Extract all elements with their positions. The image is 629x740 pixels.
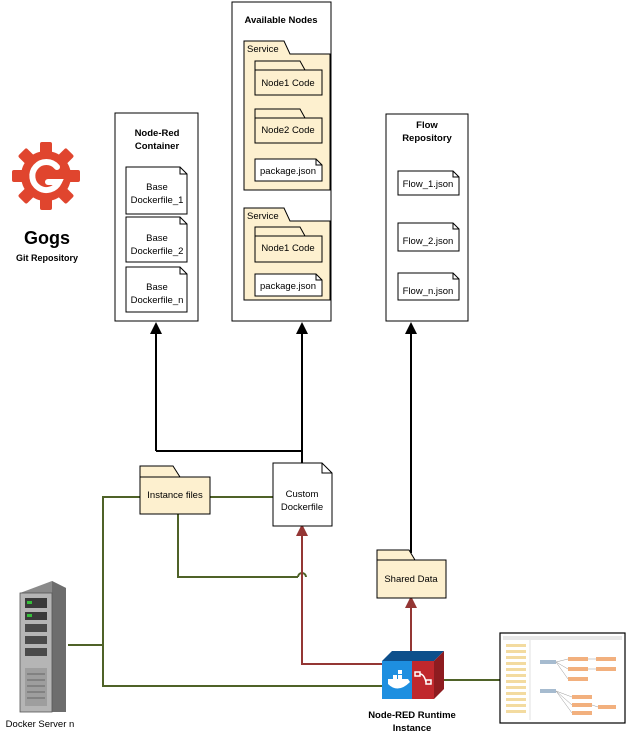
instance-files-label: Instance files [147, 490, 203, 501]
svg-text:Base: Base [146, 282, 168, 293]
gogs-logo: Gogs Git Repository [12, 142, 80, 263]
docker-server-icon [19, 581, 66, 713]
arrow-runtime-to-custom-dockerfile [296, 524, 382, 665]
service-1-package-json: package.json [254, 158, 323, 182]
svg-text:package.json: package.json [260, 166, 316, 177]
available-nodes-title: Available Nodes [244, 15, 317, 26]
gogs-subtitle: Git Repository [16, 253, 78, 263]
service-1-node2-folder: Node2 Code [254, 108, 323, 144]
flow-file-1: Flow_1.json [397, 170, 460, 196]
service-1-node1-folder: Node1 Code [254, 60, 323, 96]
svg-text:Node2 Code: Node2 Code [261, 125, 314, 136]
svg-text:Base: Base [146, 233, 168, 244]
node-red-editor-thumbnail [499, 632, 626, 724]
svg-text:Node1 Code: Node1 Code [261, 243, 314, 254]
svg-text:Node1 Code: Node1 Code [261, 78, 314, 89]
shared-data-label: Shared Data [384, 574, 438, 585]
service-2-node1-folder: Node1 Code [254, 226, 323, 263]
service-folder-1: Service Node1 Code Node2 Code package.js… [243, 40, 331, 191]
node-red-runtime-icon [382, 651, 444, 699]
gogs-name: Gogs [24, 228, 70, 248]
runtime-label-1: Node-RED Runtime [368, 710, 456, 721]
node-red-flow-icon [414, 671, 432, 685]
base-dockerfile-2: Base Dockerfile_2 [125, 216, 188, 263]
connectors [68, 322, 500, 687]
instance-files-folder: Instance files [139, 465, 211, 515]
flow-file-n: Flow_n.json [397, 272, 460, 301]
docker-whale-icon [388, 679, 410, 689]
line-instance-files-to-shared-data [177, 514, 298, 578]
service-folder-2: Service Node1 Code package.json [243, 207, 331, 301]
base-dockerfile-1: Base Dockerfile_1 [125, 166, 188, 215]
service-1-label: Service [247, 44, 279, 55]
node-red-title-1: Node-Red [135, 128, 180, 139]
svg-text:Dockerfile_1: Dockerfile_1 [131, 195, 184, 206]
svg-text:Dockerfile_2: Dockerfile_2 [131, 246, 184, 257]
svg-text:Dockerfile: Dockerfile [281, 502, 323, 513]
flow-file-2: Flow_2.json [397, 222, 460, 252]
service-2-package-json: package.json [254, 273, 323, 297]
svg-text:Flow_1.json: Flow_1.json [403, 179, 454, 190]
svg-text:Dockerfile_n: Dockerfile_n [131, 295, 184, 306]
line-instance-files-to-runtime [102, 496, 382, 687]
svg-text:Flow_2.json: Flow_2.json [403, 236, 454, 247]
svg-text:package.json: package.json [260, 281, 316, 292]
base-dockerfile-n: Base Dockerfile_n [125, 266, 188, 313]
node-red-container: Node-Red Container Base Dockerfile_1 Bas… [114, 112, 199, 322]
runtime-label-2: Instance [393, 723, 432, 734]
svg-text:Base: Base [146, 182, 168, 193]
custom-dockerfile: Custom Dockerfile [272, 462, 333, 527]
svg-text:Custom: Custom [286, 489, 319, 500]
available-nodes-container: Available Nodes Service Node1 Code Node2… [231, 1, 332, 322]
svg-text:Flow_n.json: Flow_n.json [403, 286, 454, 297]
docker-server-label: Docker Server n [6, 719, 75, 730]
service-2-label: Service [247, 211, 279, 222]
gogs-gear-icon [12, 142, 80, 210]
flow-repo-title-2: Repository [402, 133, 452, 144]
flow-repository-container: Flow Repository Flow_1.json Flow_2.json … [385, 113, 469, 322]
shared-data-folder: Shared Data [376, 549, 447, 599]
flow-repo-title-1: Flow [416, 120, 438, 131]
node-red-title-2: Container [135, 141, 180, 152]
